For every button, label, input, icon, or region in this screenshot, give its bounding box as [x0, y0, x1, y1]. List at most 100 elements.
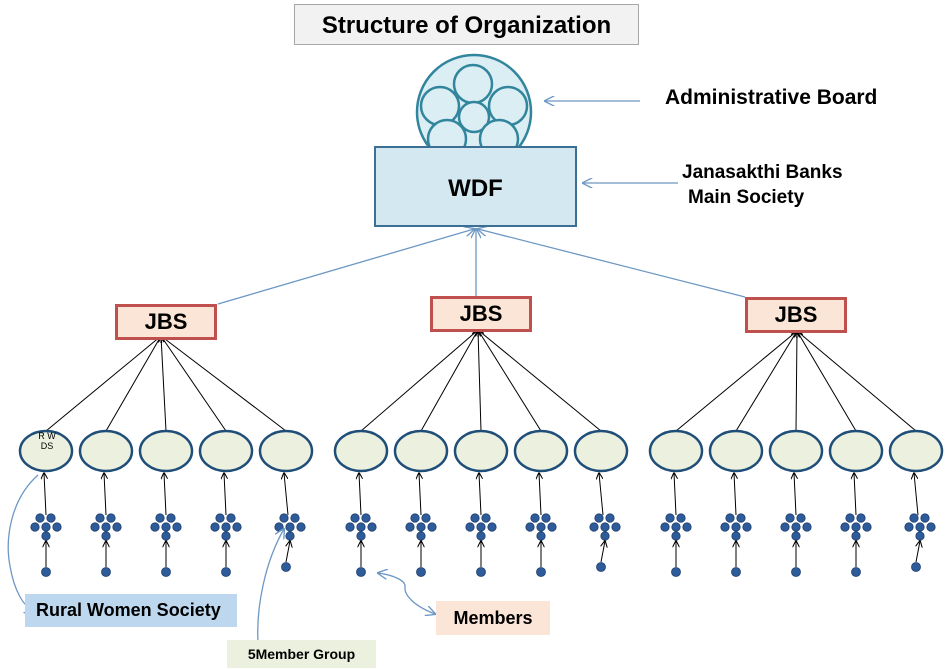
member-dot-2-5-5 [611, 522, 621, 532]
member-dot-3-1-5 [682, 522, 692, 532]
members-label: Members [436, 601, 550, 635]
member-dot-1-3-5 [172, 522, 182, 532]
jbs-connector-2-5 [478, 330, 602, 432]
member-dot-1-4-6 [221, 531, 231, 541]
member-dot-3-2-2 [736, 513, 746, 523]
member-dot-2-5-6 [600, 531, 610, 541]
member-dot-3-5-6 [915, 531, 925, 541]
member-dot-2-3-3 [465, 522, 475, 532]
member-dot-1-5-1 [279, 513, 289, 523]
member-dot-2-1-1 [350, 513, 360, 523]
member-arrow-up-2-5 [599, 473, 604, 516]
member-dot-3-3-3 [780, 522, 790, 532]
member-dot-3-1-6 [671, 531, 681, 541]
member-dot-2-1-3 [345, 522, 355, 532]
member-dot-2-4-6 [536, 531, 546, 541]
member-dot-base-2-3 [476, 567, 486, 577]
member-dot-1-5-3 [274, 522, 284, 532]
member-dot-3-3-5 [802, 522, 812, 532]
member-dot-2-2-6 [416, 531, 426, 541]
wdf-box: WDF [374, 146, 577, 227]
member-dot-3-2-4 [731, 522, 741, 532]
member-dot-3-5-2 [920, 513, 930, 523]
member-dot-base-3-3 [791, 567, 801, 577]
member-dot-1-4-3 [210, 522, 220, 532]
member-dot-2-5-2 [605, 513, 615, 523]
jbs-connector-3-1 [675, 331, 797, 432]
jbs-connector-3-5 [797, 331, 917, 432]
rural-society-1-5 [258, 429, 314, 473]
member-dot-3-1-1 [665, 513, 675, 523]
member-dot-1-5-5 [296, 522, 306, 532]
member-arrow-up-2-3 [479, 473, 481, 516]
member-dot-2-4-1 [530, 513, 540, 523]
jbs-to-wdf-connectors [217, 229, 746, 305]
rural-society-2-5 [573, 429, 629, 473]
member-dot-3-5-3 [904, 522, 914, 532]
member-dot-base-1-4 [221, 567, 231, 577]
jbs-connector-3-4 [797, 331, 857, 432]
jbs-connector-1-2 [105, 336, 161, 432]
member-dot-2-3-5 [487, 522, 497, 532]
member-dot-3-4-2 [856, 513, 866, 523]
member-arrow-up-2-4 [539, 473, 541, 516]
member-dot-1-3-1 [155, 513, 165, 523]
member-dot-base-1-5 [281, 562, 291, 572]
rural-society-2-2 [393, 429, 449, 473]
member-dot-1-3-6 [161, 531, 171, 541]
member-dot-1-2-3 [90, 522, 100, 532]
rural-callout-connector [7, 474, 39, 609]
member-dot-1-4-4 [221, 522, 231, 532]
member-dot-3-3-6 [791, 531, 801, 541]
member-dot-3-1-4 [671, 522, 681, 532]
member-arrow-up-1-3 [164, 473, 166, 516]
rural-society-1-3 [138, 429, 194, 473]
rural-society-1-1 [18, 429, 74, 473]
member-dot-2-5-1 [594, 513, 604, 523]
member-dot-2-3-1 [470, 513, 480, 523]
member-dot-2-4-2 [541, 513, 551, 523]
member-dot-3-5-4 [915, 522, 925, 532]
jbs-connector-2-4 [478, 330, 542, 432]
member-dot-3-2-1 [725, 513, 735, 523]
member-dot-2-1-5 [367, 522, 377, 532]
rural-society-2-4 [513, 429, 569, 473]
member-dot-base-1-2 [101, 567, 111, 577]
member-dot-3-3-4 [791, 522, 801, 532]
member-dot-2-5-3 [589, 522, 599, 532]
member-dot-1-4-5 [232, 522, 242, 532]
member-dot-base-3-4 [851, 567, 861, 577]
member-dot-1-1-3 [30, 522, 40, 532]
member-arrow-up-1-5 [284, 473, 289, 516]
member-arrow-up-3-4 [854, 473, 856, 516]
member-dot-base-3-2 [731, 567, 741, 577]
jbs-connector-2-1 [360, 330, 478, 432]
members-callout-connector [378, 573, 435, 614]
member-dot-3-3-1 [785, 513, 795, 523]
jbs-connector-2-2 [420, 330, 478, 432]
member-dot-1-5-6 [285, 531, 295, 541]
member-dot-1-4-1 [215, 513, 225, 523]
member-dot-base-1-1 [41, 567, 51, 577]
jbs-connector-3-3 [796, 331, 797, 432]
member-arrow-low-1-5 [286, 541, 290, 563]
member-dot-base-2-1 [356, 567, 366, 577]
member-dot-base-3-5 [911, 562, 921, 572]
five-member-group-label: 5Member Group [227, 640, 376, 668]
member-arrow-up-3-5 [914, 473, 919, 516]
rural-society-3-4 [828, 429, 884, 473]
member-dot-3-1-3 [660, 522, 670, 532]
member-dot-1-4-2 [226, 513, 236, 523]
janasakthi-label: Janasakthi Banks Main Society [682, 160, 843, 210]
member-dot-3-4-3 [840, 522, 850, 532]
member-dot-2-2-4 [416, 522, 426, 532]
rural-women-society-label: Rural Women Society [25, 594, 237, 627]
jbs-connector-1-4 [161, 336, 227, 432]
member-dot-2-1-2 [361, 513, 371, 523]
member-dot-2-2-2 [421, 513, 431, 523]
jbs-box-1: JBS [115, 304, 217, 340]
member-dot-2-3-4 [476, 522, 486, 532]
member-dot-1-3-4 [161, 522, 171, 532]
member-dot-2-3-2 [481, 513, 491, 523]
member-dot-base-2-5 [596, 562, 606, 572]
